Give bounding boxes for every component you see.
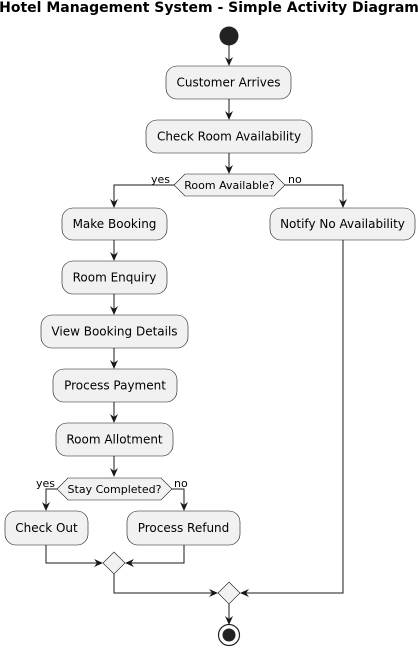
arrowhead — [42, 502, 50, 511]
activity-label: Room Allotment — [66, 433, 163, 447]
arrowhead — [209, 589, 218, 597]
connectors — [42, 45, 347, 625]
end-node — [217, 623, 241, 647]
arrowhead — [125, 559, 134, 567]
decision-room-available: Room Available? — [173, 173, 286, 197]
activity-process-payment: Process Payment — [52, 368, 178, 403]
activity-label: View Booking Details — [51, 325, 177, 339]
activity-process-refund: Process Refund — [126, 510, 241, 546]
activity-room-enquiry: Room Enquiry — [61, 260, 168, 295]
branch-label-no: no — [288, 173, 302, 186]
activity-label: Room Enquiry — [73, 271, 157, 285]
arrowhead — [225, 111, 233, 120]
edge-notify-to-final-merge — [246, 240, 344, 594]
activity-label: Check Room Availability — [157, 130, 301, 144]
decision-stay-completed: Stay Completed? — [56, 477, 173, 501]
edge-check-out-to-merge — [45, 545, 97, 564]
branch-label-yes: yes — [151, 173, 170, 186]
arrowhead — [110, 199, 118, 208]
arrowhead — [110, 468, 118, 477]
edge-stay-completed-yes — [45, 488, 57, 505]
edge-merge-to-final-merge — [113, 574, 212, 594]
arrowhead — [110, 252, 118, 261]
arrowhead — [240, 589, 249, 597]
edge-room-available-no — [285, 184, 344, 202]
arrowhead — [339, 199, 347, 208]
branch-label-yes: yes — [36, 477, 55, 490]
arrowhead — [225, 165, 233, 174]
decision-question: Stay Completed? — [68, 483, 162, 496]
diagram-title: Hotel Management System - Simple Activit… — [0, 0, 418, 16]
activity-make-booking: Make Booking — [61, 207, 168, 241]
activity-notify-no-availability: Notify No Availability — [269, 207, 416, 241]
merge-node-final — [217, 581, 241, 605]
activity-customer-arrives: Customer Arrives — [165, 65, 292, 100]
activity-view-booking-details: View Booking Details — [40, 314, 189, 349]
arrowhead — [110, 360, 118, 369]
edge-process-refund-to-merge — [131, 545, 185, 564]
activity-label: Notify No Availability — [280, 217, 405, 231]
arrowhead — [110, 306, 118, 315]
branch-label-no: no — [174, 477, 188, 490]
activity-check-out: Check Out — [4, 510, 89, 546]
arrowhead — [225, 616, 233, 625]
arrowhead — [225, 57, 233, 66]
activity-label: Check Out — [15, 521, 78, 535]
activity-label: Customer Arrives — [176, 76, 280, 90]
activity-label: Process Payment — [64, 379, 166, 393]
activity-room-allotment: Room Allotment — [55, 422, 174, 457]
arrowhead — [180, 502, 188, 511]
edge-room-available-yes — [113, 184, 174, 202]
arrowhead — [94, 559, 103, 567]
arrowhead — [110, 414, 118, 423]
activity-label: Process Refund — [138, 521, 230, 535]
start-node — [219, 26, 239, 46]
edge-stay-completed-no — [172, 488, 185, 505]
decision-question: Room Available? — [184, 179, 275, 192]
activity-label: Make Booking — [73, 217, 157, 231]
merge-node-stay — [102, 551, 126, 575]
activity-check-room-availability: Check Room Availability — [145, 119, 313, 154]
